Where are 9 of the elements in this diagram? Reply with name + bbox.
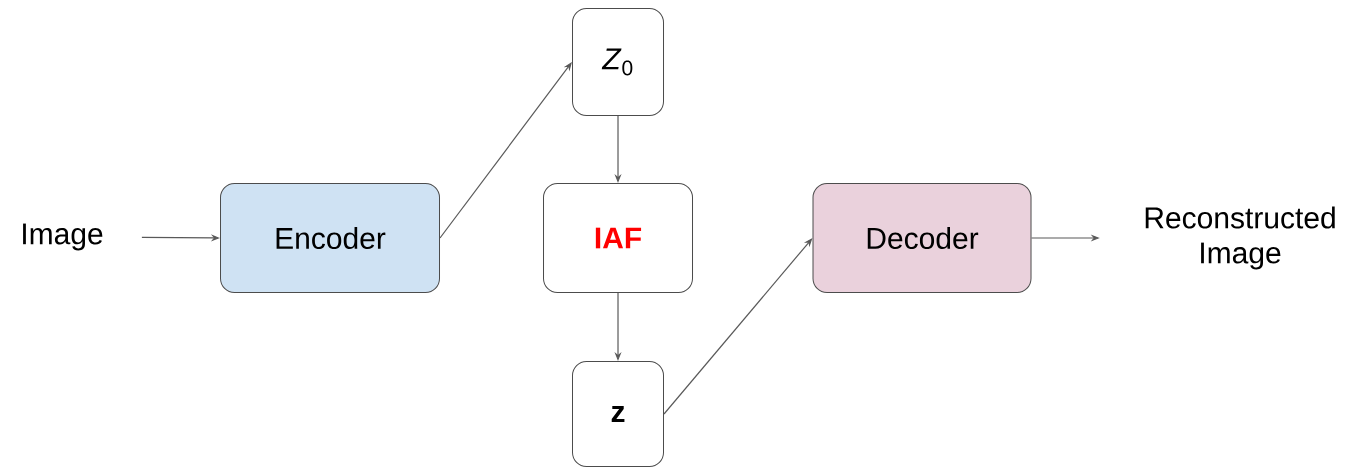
process-box: z: [572, 361, 664, 467]
text-label: Reconstructed Image: [1145, 206, 1335, 270]
process-box: Encoder: [220, 183, 440, 293]
text-label: Image: [23, 223, 103, 251]
arrow: [439, 62, 572, 239]
process-box: Z$_{0}$: [572, 8, 664, 116]
process-box: IAF: [543, 183, 693, 293]
process-box: Decoder: [812, 183, 1032, 293]
arrow: [663, 238, 813, 415]
